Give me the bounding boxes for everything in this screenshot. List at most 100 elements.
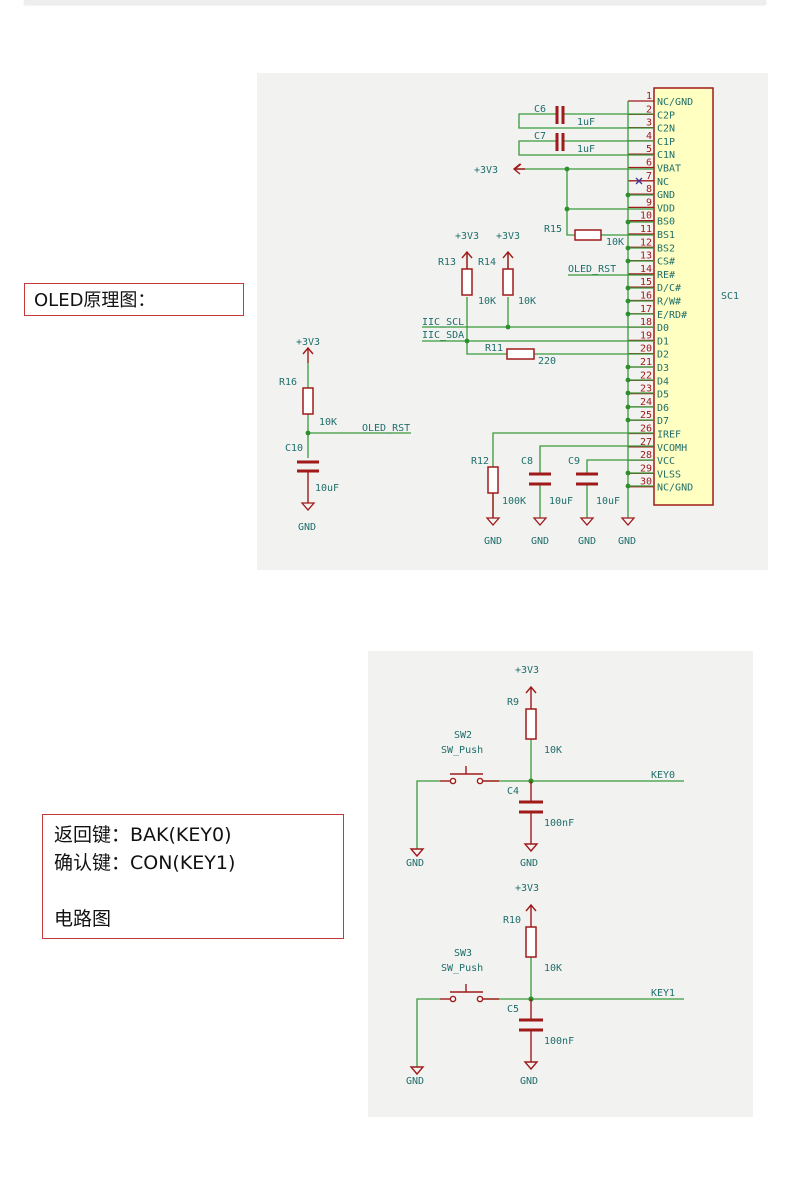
resistor-r15 [574,229,602,241]
ic-pin-name: BS0 [657,217,675,228]
sw3-type: SW_Push [441,963,483,974]
ground-icon [485,517,501,526]
power-arrow-icon [512,163,525,175]
sw2-ref: SW2 [454,730,472,741]
key0-circuit: +3V3 R9 10K SW2 SW_Push KEY0 C4 100nF GN… [406,665,684,869]
ic-pin-name: CS# [657,257,675,268]
ic-pin-name: D3 [657,363,669,374]
resistor-r11 [506,348,535,360]
ic-pin-name: NC/GND [657,483,693,494]
ic-pin-number: 14 [640,264,652,275]
ic-pin-name: IREF [657,430,681,441]
ic-pin-number: 25 [640,410,652,421]
gnd-label: GND [618,536,636,547]
ic-body [653,87,714,506]
power-arrow-icon [302,346,314,363]
c9-ref: C9 [568,456,580,467]
key0-3v3-label: +3V3 [515,665,539,676]
ic-pin-name: E/RD# [657,310,687,321]
ic-pin-number: 3 [646,118,652,129]
ic-pin-name: D6 [657,403,669,414]
c10-value: 10uF [315,483,339,494]
ground-icon [620,517,636,526]
key-schematic-panel: +3V3 R9 10K SW2 SW_Push KEY0 C4 100nF GN… [368,651,753,1117]
capacitor-c9 [576,472,598,486]
key1-net: KEY1 [651,988,675,999]
c4-ref: C4 [507,786,519,797]
ic-pin-number: 24 [640,397,652,408]
oled-rst-net-left: OLED_RST [362,423,410,434]
ic-pin-number: 15 [640,277,652,288]
ic-pin-name: VCC [657,456,675,467]
ic-pin-number: 2 [646,104,652,115]
ic-pin-number: 26 [640,424,652,435]
ic-pin-number: 10 [640,211,652,222]
ic-pin-number: 8 [646,184,652,195]
capacitor-c10 [297,460,319,473]
ic-pin-name: C2P [657,110,675,121]
switch-contact-icon [476,777,484,785]
ground-icon [532,517,548,526]
resistor-r12 [487,466,499,494]
ic-pin-name: R/W# [657,297,681,308]
ic-pin-number: 7 [646,171,652,182]
back-key-text: 返回键：BAK(KEY0) [54,824,232,846]
r13-value: 10K [478,296,496,307]
ic-pin-number: 17 [640,304,652,315]
ic-pin-number: 16 [640,291,652,302]
c8-ref: C8 [521,456,533,467]
r13-ref: R13 [438,257,456,268]
power-arrow-icon [502,250,514,269]
c7-value: 1uF [577,144,595,155]
ground-icon [409,1066,425,1076]
ic-pin-name: VBAT [657,164,681,175]
ic-pin-number: 19 [640,330,652,341]
r16-3v3-label: +3V3 [296,337,320,348]
ic-pin-name: D7 [657,416,669,427]
r15-value: 10K [606,237,624,248]
gnd-label: GND [484,536,502,547]
ic-pin-number: 27 [640,437,652,448]
ic-pin-name: GND [657,190,675,201]
resistor-r16 [302,387,314,415]
r14-value: 10K [518,296,536,307]
r15-ref: R15 [544,224,562,235]
power-arrow-icon [525,903,537,927]
ground-icon [523,843,539,853]
r16-ref: R16 [279,377,297,388]
r12-ref: R12 [471,456,489,467]
ic-pin-name: NC [657,177,669,188]
r13-3v3-label: +3V3 [455,231,479,242]
sw2-type: SW_Push [441,745,483,756]
ground-icon [523,1061,539,1071]
ic-pin-number: 13 [640,251,652,262]
r9-ref: R9 [507,697,519,708]
r12-value: 100K [502,496,526,507]
ground-icon [409,848,425,858]
ic-pin-number: 23 [640,384,652,395]
gnd-label: GND [406,1076,424,1087]
iic-sda-net: IIC_SDA [422,330,464,341]
r9-value: 10K [544,745,562,756]
ic-pin-number: 18 [640,317,652,328]
ic-ref: SC1 [721,291,739,302]
resistor-r9 [525,708,537,740]
top-divider [24,0,766,4]
ground-icon [579,517,595,526]
c9-value: 10uF [596,496,620,507]
ic-pin-number: 9 [646,197,652,208]
power-arrow-icon [461,250,473,269]
capacitor-c6 [555,106,565,124]
ground-icon [300,502,316,511]
vbat-3v3-label: +3V3 [474,165,498,176]
ic-pin-number: 28 [640,450,652,461]
gnd-label: GND [406,858,424,869]
c8-value: 10uF [549,496,573,507]
key1-circuit: +3V3 R10 10K SW3 SW_Push KEY1 C5 100nF G… [406,883,684,1087]
iic-scl-net: IIC_SCL [422,317,464,328]
r16-value: 10K [319,417,337,428]
c10-ref: C10 [285,443,303,454]
ic-pin-name: BS2 [657,243,675,254]
ic-pin-number: 30 [640,477,652,488]
